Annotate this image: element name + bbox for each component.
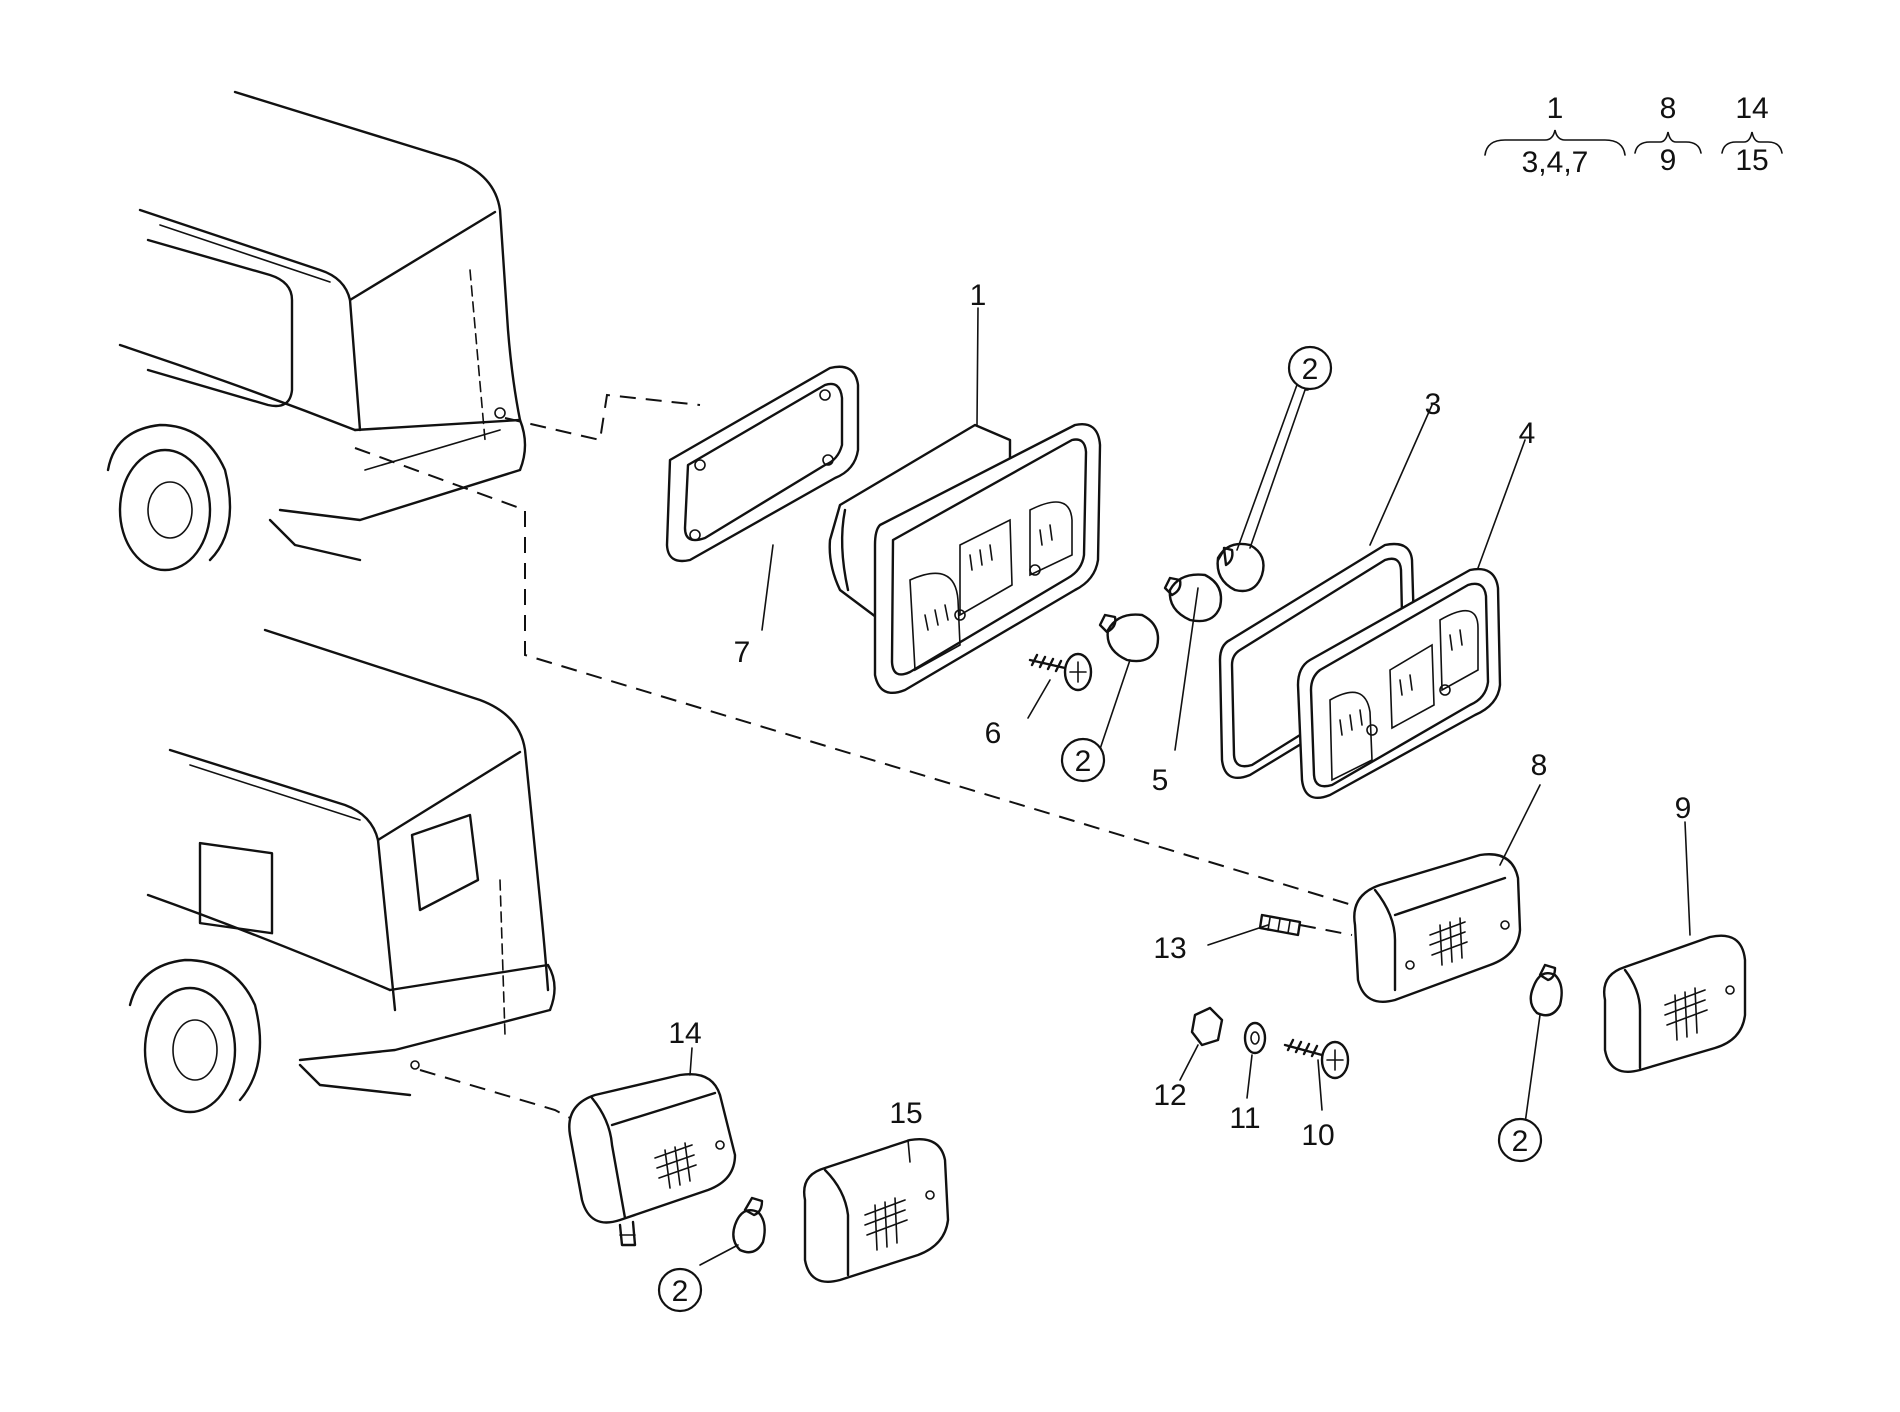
legend-2-brace — [1634, 131, 1702, 154]
callout-2a: 2 — [1302, 353, 1319, 386]
indicator-lens-9 — [1603, 934, 1747, 1073]
bulbs-upper — [1098, 542, 1265, 663]
legend-2-top: 8 — [1660, 92, 1677, 125]
connector-13 — [1258, 913, 1302, 937]
legend-3-bottom: 15 — [1735, 144, 1768, 177]
callout-7: 7 — [734, 636, 751, 669]
bulb-2-right — [1529, 963, 1563, 1017]
callout-9: 9 — [1675, 792, 1692, 825]
callout-12: 12 — [1153, 1079, 1186, 1112]
side-lamp-lens-15 — [803, 1138, 950, 1283]
legend-2-bottom: 9 — [1660, 144, 1677, 177]
fasteners-10-11-12 — [1190, 1006, 1350, 1080]
indicator-lamp-8 — [1353, 853, 1522, 1003]
callout-15: 15 — [889, 1097, 922, 1130]
callout-10: 10 — [1301, 1119, 1334, 1152]
callout-1: 1 — [970, 279, 987, 312]
gasket-7 — [665, 365, 860, 563]
callout-6: 6 — [985, 717, 1002, 750]
callout-labels: 1 2 3 4 5 6 7 2 8 9 10 11 12 13 2 14 15 … — [657, 279, 1692, 1313]
callout-14: 14 — [668, 1017, 701, 1050]
callout-11: 11 — [1229, 1102, 1260, 1135]
callout-13: 13 — [1153, 932, 1186, 965]
callout-8: 8 — [1531, 749, 1548, 782]
legend-3-top: 14 — [1735, 92, 1768, 125]
callout-2d: 2 — [672, 1275, 689, 1308]
callout-3: 3 — [1425, 388, 1442, 421]
callout-2c-circle — [1497, 1117, 1543, 1163]
assembly-lines — [354, 393, 1386, 1119]
callout-2a-circle — [1287, 345, 1333, 391]
legend-1-top: 1 — [1547, 92, 1564, 125]
vehicle-rear-bottom — [128, 628, 556, 1114]
screw-6 — [1028, 652, 1093, 692]
legend-1-bottom: 3,4,7 — [1522, 146, 1589, 179]
leader-lines — [689, 307, 1691, 1266]
side-lamp-14 — [568, 1073, 737, 1247]
callout-5: 5 — [1152, 764, 1169, 797]
assembly-legend: 1 3,4,7 8 9 14 15 — [1484, 92, 1783, 179]
callout-2c: 2 — [1512, 1125, 1529, 1158]
legend-3-brace — [1721, 131, 1783, 154]
legend-1-brace — [1484, 129, 1626, 156]
vehicle-rear-top — [106, 90, 527, 572]
callout-2b: 2 — [1075, 745, 1092, 778]
callout-2d-circle — [657, 1267, 703, 1313]
bulb-2-bottom — [732, 1196, 766, 1254]
callout-2b-circle — [1060, 737, 1106, 783]
callout-4: 4 — [1519, 417, 1536, 450]
lens-4 — [1296, 567, 1502, 800]
lamp-housing-1 — [828, 423, 1102, 695]
